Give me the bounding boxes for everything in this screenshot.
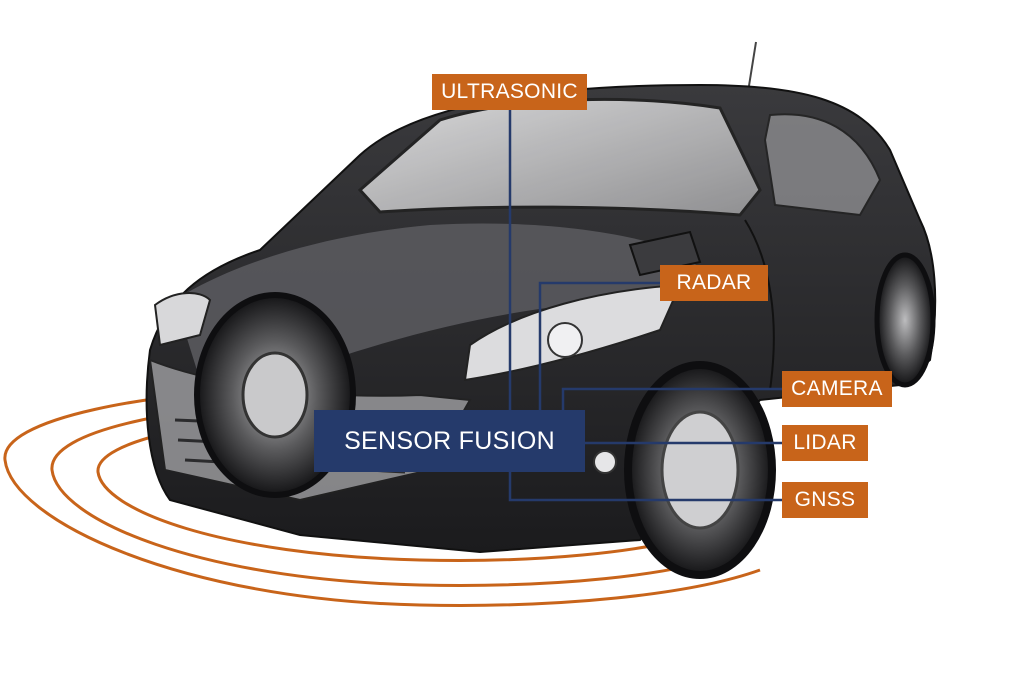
radar-label: RADAR — [660, 265, 768, 301]
lidar-label: LIDAR — [782, 425, 868, 461]
camera-label: CAMERA — [782, 371, 892, 407]
sensor-fusion-label: SENSOR FUSION — [314, 410, 585, 472]
antenna — [748, 42, 756, 92]
ultrasonic-label: ULTRASONIC — [432, 74, 587, 110]
gnss-label: GNSS — [782, 482, 868, 518]
